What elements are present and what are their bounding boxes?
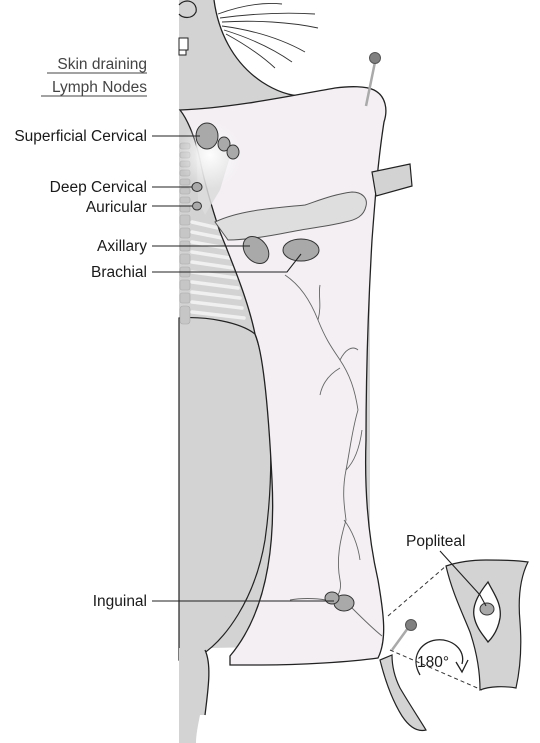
axillary-node	[242, 236, 270, 264]
whiskers	[217, 3, 319, 69]
mouse-hind-leg	[179, 648, 209, 715]
pin-top	[364, 52, 381, 107]
mouse-nose	[178, 0, 197, 19]
title-block: Skin draining Lymph Nodes	[41, 56, 147, 97]
popliteal-inset: 180°	[387, 559, 529, 691]
mouse-tail	[179, 715, 200, 743]
rotation-arrow	[415, 639, 464, 676]
inset-connector-top	[387, 565, 447, 617]
ribs	[190, 220, 246, 320]
label-popliteal: Popliteal	[406, 533, 465, 550]
pin-bottom	[390, 619, 417, 651]
rotation-arrowhead	[455, 659, 469, 674]
mouse-hind-leg-outline	[204, 649, 210, 716]
lymph-nodes	[191, 122, 355, 612]
teeth	[178, 37, 189, 56]
label-deep-cervical: Deep Cervical	[50, 179, 147, 196]
brachial-node	[282, 238, 320, 262]
inset-connector-bottom	[389, 649, 483, 691]
auricular-node	[192, 201, 202, 211]
label-brachial: Brachial	[91, 264, 147, 281]
front-leg	[214, 191, 367, 241]
mouse-head	[179, 0, 330, 110]
mouse-foot-right	[379, 654, 427, 732]
rotation-label: 180°	[417, 654, 449, 671]
label-superficial-cervical: Superficial Cervical	[14, 128, 147, 145]
title-line-1: Skin draining	[57, 56, 147, 73]
superficial-cervical-node	[195, 122, 240, 160]
label-inguinal: Inguinal	[93, 593, 147, 610]
deep-cervical-node	[191, 182, 203, 192]
popliteal-node	[479, 602, 495, 616]
front-paw	[371, 163, 413, 197]
skin-flap	[178, 52, 417, 666]
leader-lines	[152, 135, 487, 607]
title-line-2: Lymph Nodes	[52, 79, 147, 96]
label-axillary: Axillary	[97, 238, 147, 255]
label-auricular: Auricular	[86, 199, 147, 216]
